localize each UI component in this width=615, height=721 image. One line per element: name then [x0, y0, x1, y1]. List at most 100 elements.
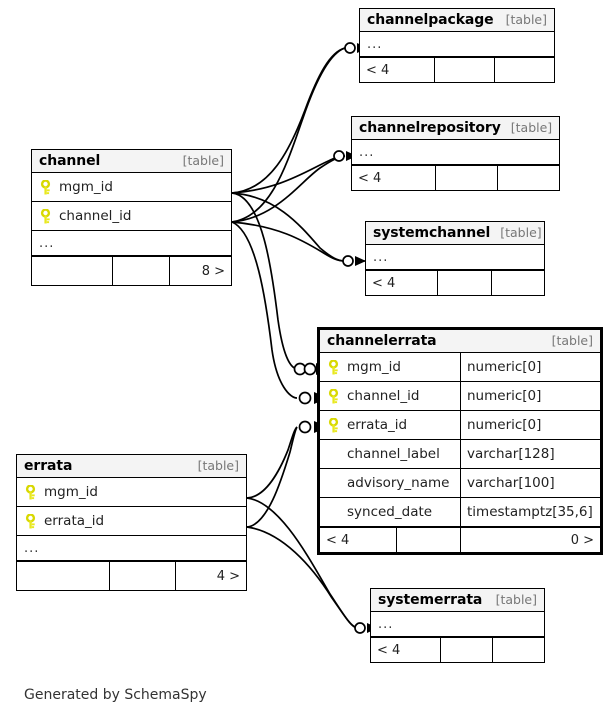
endpoint-circle-systemchannel [342, 255, 354, 267]
column-cell: synced_date [320, 504, 460, 520]
generated-by-credit: Generated by SchemaSpy [24, 687, 207, 703]
column-name: errata_id [347, 417, 408, 433]
table-kind-channelerrata: [table] [551, 333, 593, 348]
table-footer-channel: 8 > [32, 256, 231, 285]
table-node-systemerrata[interactable]: systemerrata [table] ... < 4 [370, 588, 545, 663]
endpoint-circle-channelerrata-errata [298, 420, 312, 434]
endpoint-circle-channelerrata-chan [298, 391, 312, 405]
table-row[interactable]: channel_id numeric[0] [320, 382, 600, 411]
table-row[interactable]: mgm_id [32, 173, 231, 202]
footer-right-channelpackage [493, 58, 554, 82]
column-cell: channel_id [320, 388, 460, 404]
table-node-systemchannel[interactable]: systemchannel [table] ... < 4 [365, 221, 545, 296]
column-cell: errata_id [17, 513, 246, 529]
footer-right-channelerrata: 0 > [459, 528, 600, 552]
column-name: errata_id [44, 513, 105, 529]
table-header-systemchannel: systemchannel [table] [366, 222, 544, 245]
table-row[interactable]: advisory_name varchar[100] [320, 469, 600, 498]
footer-mid-systemchannel [437, 271, 490, 295]
table-row[interactable]: mgm_id [17, 478, 246, 507]
footer-left-channel [32, 257, 112, 285]
primary-key-icon [39, 179, 52, 195]
table-kind-channelrepository: [table] [510, 120, 553, 135]
column-cell: mgm_id [32, 179, 231, 195]
footer-left-channelrepository: < 4 [358, 170, 382, 186]
table-more-columns-channelrepository: ... [352, 140, 559, 165]
primary-key-icon [327, 388, 340, 404]
footer-right-errata: 4 > [175, 562, 246, 590]
column-cell: advisory_name [320, 475, 460, 491]
column-name: advisory_name [347, 475, 450, 491]
footer-left-systemerrata: < 4 [377, 642, 401, 658]
table-node-channelrepository[interactable]: channelrepository [table] ... < 4 [351, 116, 560, 191]
footer-mid-channelerrata [395, 528, 460, 552]
endpoint-circle-channelerrata-mgm-2 [303, 362, 317, 376]
footer-left-channelerrata: < 4 [326, 532, 350, 548]
table-row[interactable]: errata_id numeric[0] [320, 411, 600, 440]
table-more-columns-channel: ... [32, 231, 231, 256]
footer-right-systemchannel [490, 271, 544, 295]
table-footer-systemerrata: < 4 [371, 637, 544, 662]
table-more-columns-errata: ... [17, 536, 246, 561]
table-kind-systemerrata: [table] [495, 592, 537, 607]
table-footer-channelrepository: < 4 [352, 165, 559, 190]
table-node-channel[interactable]: channel [table] mgm_id [31, 149, 232, 286]
table-row[interactable]: errata_id [17, 507, 246, 536]
table-row[interactable]: mgm_id numeric[0] [320, 353, 600, 382]
table-kind-channel: [table] [182, 153, 224, 168]
column-type: varchar[100] [460, 469, 600, 497]
table-title-channel: channel [39, 152, 101, 169]
table-more-columns-systemchannel: ... [366, 245, 544, 270]
edge-channel-channelpackage-1 [231, 47, 346, 194]
table-node-channelerrata[interactable]: channelerrata [table] mgm_id numeric[0] [317, 327, 603, 555]
endpoint-circle-channelpackage [344, 42, 356, 54]
table-row[interactable]: channel_id [32, 202, 231, 231]
table-node-channelpackage[interactable]: channelpackage [table] ... < 4 [359, 8, 555, 83]
table-kind-channelpackage: [table] [505, 12, 547, 27]
edge-errata-channelerrata-1 [246, 426, 298, 499]
table-header-channelpackage: channelpackage [table] [360, 9, 554, 32]
footer-right-channelrepository [496, 166, 559, 190]
column-name: mgm_id [59, 179, 113, 195]
column-cell: errata_id [320, 417, 460, 433]
table-row[interactable]: synced_date timestamptz[35,6] [320, 498, 600, 527]
table-footer-channelerrata: < 4 0 > [320, 527, 600, 552]
primary-key-icon [327, 359, 340, 375]
edge-channel-systemchannel-1 [231, 192, 346, 262]
table-header-channel: channel [table] [32, 150, 231, 173]
table-title-channelpackage: channelpackage [367, 11, 494, 28]
edge-channel-channelerrata-mgm [231, 192, 298, 370]
edge-channel-channelrepository-1 [231, 155, 346, 194]
table-more-columns-channelpackage: ... [360, 32, 554, 57]
table-more-columns-systemerrata: ... [371, 612, 544, 637]
table-title-systemerrata: systemerrata [378, 591, 483, 608]
edge-errata-channelerrata-2 [246, 426, 298, 528]
edge-channel-systemchannel-2 [231, 221, 346, 262]
primary-key-icon [327, 417, 340, 433]
edge-channel-channelerrata-chan [231, 221, 298, 399]
primary-key-icon [39, 208, 52, 224]
table-header-systemerrata: systemerrata [table] [371, 589, 544, 612]
table-node-errata[interactable]: errata [table] mgm_id [16, 454, 247, 591]
table-header-channelrepository: channelrepository [table] [352, 117, 559, 140]
column-type: varchar[128] [460, 440, 600, 468]
column-name: synced_date [347, 504, 433, 520]
column-name: channel_id [347, 388, 420, 404]
column-type: timestamptz[35,6] [460, 498, 600, 526]
footer-mid-systemerrata [440, 638, 492, 662]
column-cell: channel_id [32, 208, 231, 224]
edge-channel-channelpackage-2 [231, 47, 346, 223]
table-header-channelerrata: channelerrata [table] [320, 330, 600, 353]
column-cell: mgm_id [17, 484, 246, 500]
footer-right-systemerrata [492, 638, 544, 662]
endpoint-circle-systemerrata [354, 622, 366, 634]
endpoint-circle-channelrepository [333, 150, 345, 162]
table-row[interactable]: channel_label varchar[128] [320, 440, 600, 469]
table-title-channelerrata: channelerrata [327, 332, 437, 349]
footer-left-channelpackage: < 4 [366, 62, 390, 78]
table-footer-errata: 4 > [17, 561, 246, 590]
footer-mid-channelpackage [433, 58, 494, 82]
column-name: mgm_id [44, 484, 98, 500]
table-kind-systemchannel: [table] [500, 225, 542, 240]
